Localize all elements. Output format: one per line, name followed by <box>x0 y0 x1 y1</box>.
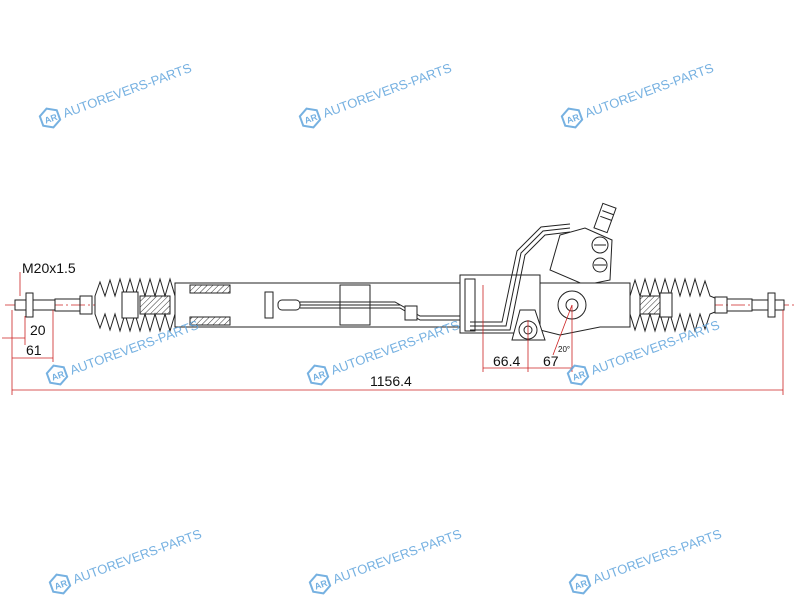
watermark-text: AUTOREVERS-PARTS <box>591 526 724 587</box>
watermark-text: AUTOREVERS-PARTS <box>583 60 716 121</box>
thread-label: M20x1.5 <box>22 260 76 276</box>
dim-67: 67 <box>543 353 559 369</box>
watermark-text: AUTOREVERS-PARTS <box>68 317 201 378</box>
dim-61: 61 <box>26 342 42 358</box>
watermark-text: AUTOREVERS-PARTS <box>331 526 464 587</box>
dim-20: 20 <box>30 322 46 338</box>
right-boot <box>629 277 716 333</box>
dim-total: 1156.4 <box>370 373 412 389</box>
angle-label: 20° <box>558 345 570 354</box>
rack-body <box>14 202 785 341</box>
watermark-text: AUTOREVERS-PARTS <box>321 60 454 121</box>
dim-66-4: 66.4 <box>493 353 520 369</box>
watermark-text: AUTOREVERS-PARTS <box>71 526 204 587</box>
dimensions <box>2 272 784 395</box>
left-boot <box>94 277 176 333</box>
watermark-text: AUTOREVERS-PARTS <box>61 60 194 121</box>
